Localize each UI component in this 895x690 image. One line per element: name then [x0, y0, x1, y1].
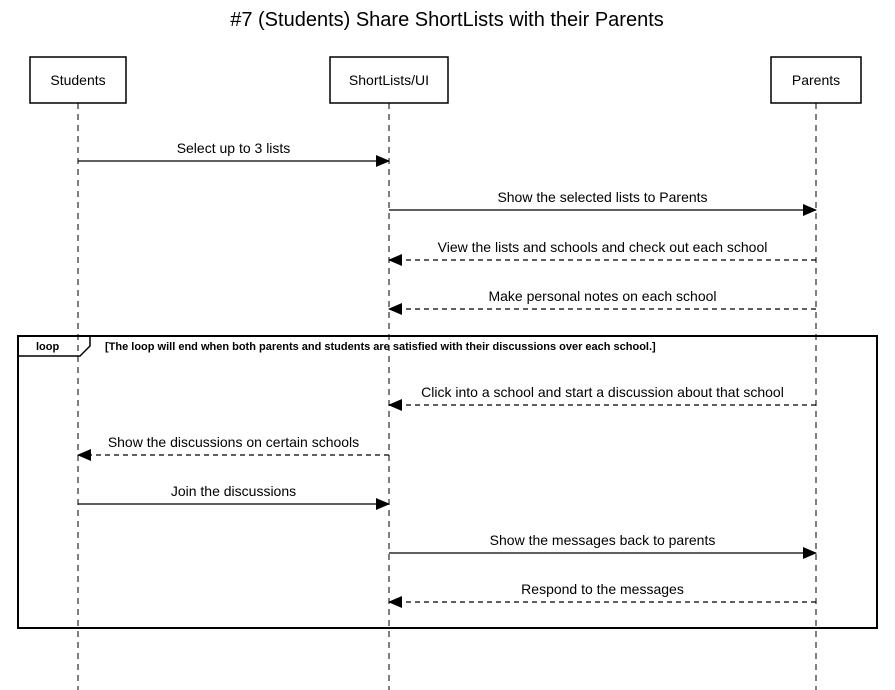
message-label-7: Join the discussions — [171, 483, 296, 499]
diagram-title: #7 (Students) Share ShortLists with thei… — [230, 9, 664, 31]
message-label-1: Select up to 3 lists — [177, 140, 291, 156]
actor-box-students — [29, 56, 127, 104]
loop-tag: loop — [36, 341, 59, 353]
message-label-9: Respond to the messages — [521, 581, 684, 597]
actor-box-parents — [770, 56, 862, 104]
message-label-5: Click into a school and start a discussi… — [421, 384, 784, 400]
message-label-3: View the lists and schools and check out… — [438, 239, 768, 255]
actor-box-ui — [329, 56, 449, 104]
loop-frame — [17, 335, 878, 629]
message-label-8: Show the messages back to parents — [490, 532, 716, 548]
actor-label-ui: ShortLists/UI — [349, 72, 429, 88]
loop-tag-box — [18, 336, 91, 357]
loop-condition: [The loop will end when both parents and… — [105, 341, 656, 353]
actor-label-parents: Parents — [792, 72, 840, 88]
message-label-6: Show the discussions on certain schools — [108, 434, 359, 450]
actor-label-students: Students — [50, 72, 105, 88]
message-label-2: Show the selected lists to Parents — [497, 189, 707, 205]
message-label-4: Make personal notes on each school — [488, 288, 716, 304]
